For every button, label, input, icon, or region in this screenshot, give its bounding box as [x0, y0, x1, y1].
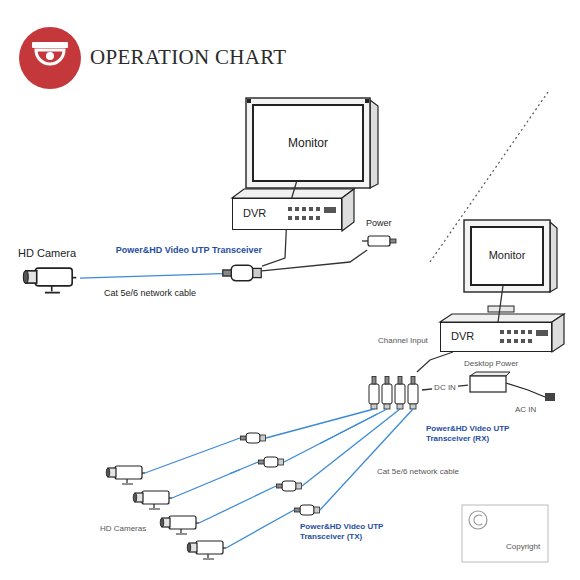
- dvr-side: [342, 189, 354, 231]
- tx-figure: [241, 433, 320, 515]
- dvr-buttons: [500, 330, 548, 343]
- port-label: AC IN: [515, 405, 536, 415]
- plug-lead: [362, 240, 368, 241]
- dvr-front: [440, 322, 552, 352]
- camera-figure: [160, 516, 199, 534]
- power-plug-figure: [362, 236, 396, 246]
- camera-cables: [145, 409, 413, 548]
- tx-transceivers: Power&HD Video UTP Transceiver (TX): [240, 432, 320, 516]
- rx-unit: [369, 377, 379, 410]
- port-label: Channel Input: [378, 336, 428, 346]
- cameras-figure: [106, 466, 226, 559]
- connector-wire: [320, 414, 377, 444]
- node-heading: HD Camera: [18, 247, 76, 260]
- rx-unit: [382, 377, 392, 410]
- desktop-power: Desktop Power: [468, 372, 508, 394]
- utp-transceiver: Power&HD Video UTP Transceiver: [222, 262, 262, 284]
- dvr-side: [552, 314, 564, 352]
- rx-transceivers: Power&HD Video UTP Transceiver (RX): [366, 372, 422, 414]
- balun-figure: [223, 265, 261, 280]
- power-plug: Power: [362, 232, 398, 250]
- bottom-dvr: [440, 314, 564, 352]
- camera-figure: [187, 541, 226, 559]
- connector-wire: [417, 352, 453, 372]
- watermark: Copyright: [506, 542, 540, 552]
- cable: [172, 462, 258, 498]
- dvr-box: DVR: [440, 322, 552, 352]
- camera-figure: [106, 466, 145, 484]
- cable: [145, 438, 240, 473]
- adapter-body: [470, 376, 506, 392]
- dvr-buttons: [288, 207, 336, 220]
- node-heading: Power: [366, 218, 392, 229]
- cable: [320, 409, 413, 510]
- camera-figure: [133, 491, 172, 509]
- dome-base: [32, 42, 68, 48]
- cable-label: DC IN: [432, 383, 458, 393]
- tx-unit: [295, 505, 320, 515]
- plug-body: [368, 236, 390, 246]
- node-label: DVR: [451, 330, 474, 343]
- connector-wire: [498, 286, 503, 322]
- tx-unit: [259, 457, 284, 467]
- node-label: Monitor: [288, 136, 328, 150]
- copyright-stamp: [462, 505, 548, 562]
- rx-figure: [369, 377, 418, 410]
- monitor-back: [550, 222, 557, 292]
- monitor-bezel: [246, 98, 370, 188]
- bottom-monitor: [464, 220, 557, 312]
- cable-label: Cat 5e/6 network cable: [102, 288, 198, 299]
- icon-disc: [19, 27, 81, 89]
- ac-cord: [506, 383, 545, 397]
- dome-lens: [46, 52, 54, 60]
- node-label: DVR: [243, 207, 266, 220]
- bezel-corner: [247, 99, 251, 103]
- cable-label: Cat 5e/6 network cable: [375, 467, 461, 477]
- top-monitor: [246, 98, 378, 188]
- monitor-screen: Monitor: [252, 104, 364, 182]
- camera-figure: [23, 268, 76, 293]
- node-heading: Power&HD Video UTP Transceiver (TX): [300, 522, 405, 541]
- monitor-foot: [488, 306, 514, 312]
- cable: [226, 510, 294, 548]
- node-heading: Power&HD Video UTP Transceiver: [116, 245, 262, 256]
- plug-tip: [390, 239, 396, 243]
- connector-wire: [292, 182, 297, 198]
- dvr-front: [232, 198, 342, 230]
- dvr-box: DVR: [232, 198, 342, 230]
- bezel-corner: [365, 99, 369, 103]
- tx-unit: [277, 481, 302, 491]
- power-supply-figure: [470, 372, 555, 401]
- node-heading: HD Cameras: [100, 524, 146, 534]
- stamp-logo: [469, 511, 487, 529]
- chart-title: OPERATION CHART: [90, 45, 286, 70]
- monitor-back: [370, 100, 378, 188]
- node-label: Monitor: [489, 249, 526, 262]
- ac-plug: [545, 393, 555, 401]
- node-heading: Desktop Power: [464, 359, 518, 369]
- node-heading: Power&HD Video UTP Transceiver (RX): [426, 424, 531, 443]
- connector-wire: [80, 274, 222, 278]
- stamp-logo: [474, 515, 482, 525]
- dvr-top: [440, 314, 564, 322]
- tx-unit: [241, 433, 266, 443]
- connector-wire: [230, 470, 240, 474]
- header-icon: [19, 27, 81, 89]
- adapter-top: [470, 372, 510, 376]
- stamp-frame: [462, 505, 548, 562]
- connector-wire: [262, 230, 286, 266]
- hd-camera: HD Camera: [18, 264, 80, 294]
- rx-unit: [408, 377, 418, 410]
- monitor-bezel: [464, 220, 550, 292]
- cable: [199, 486, 276, 523]
- dome-shell: [36, 50, 64, 64]
- connector-wire: [262, 250, 367, 271]
- hd-cameras: HD Cameras: [100, 458, 230, 564]
- monitor-screen: Monitor: [470, 226, 544, 286]
- rx-unit: [395, 377, 405, 410]
